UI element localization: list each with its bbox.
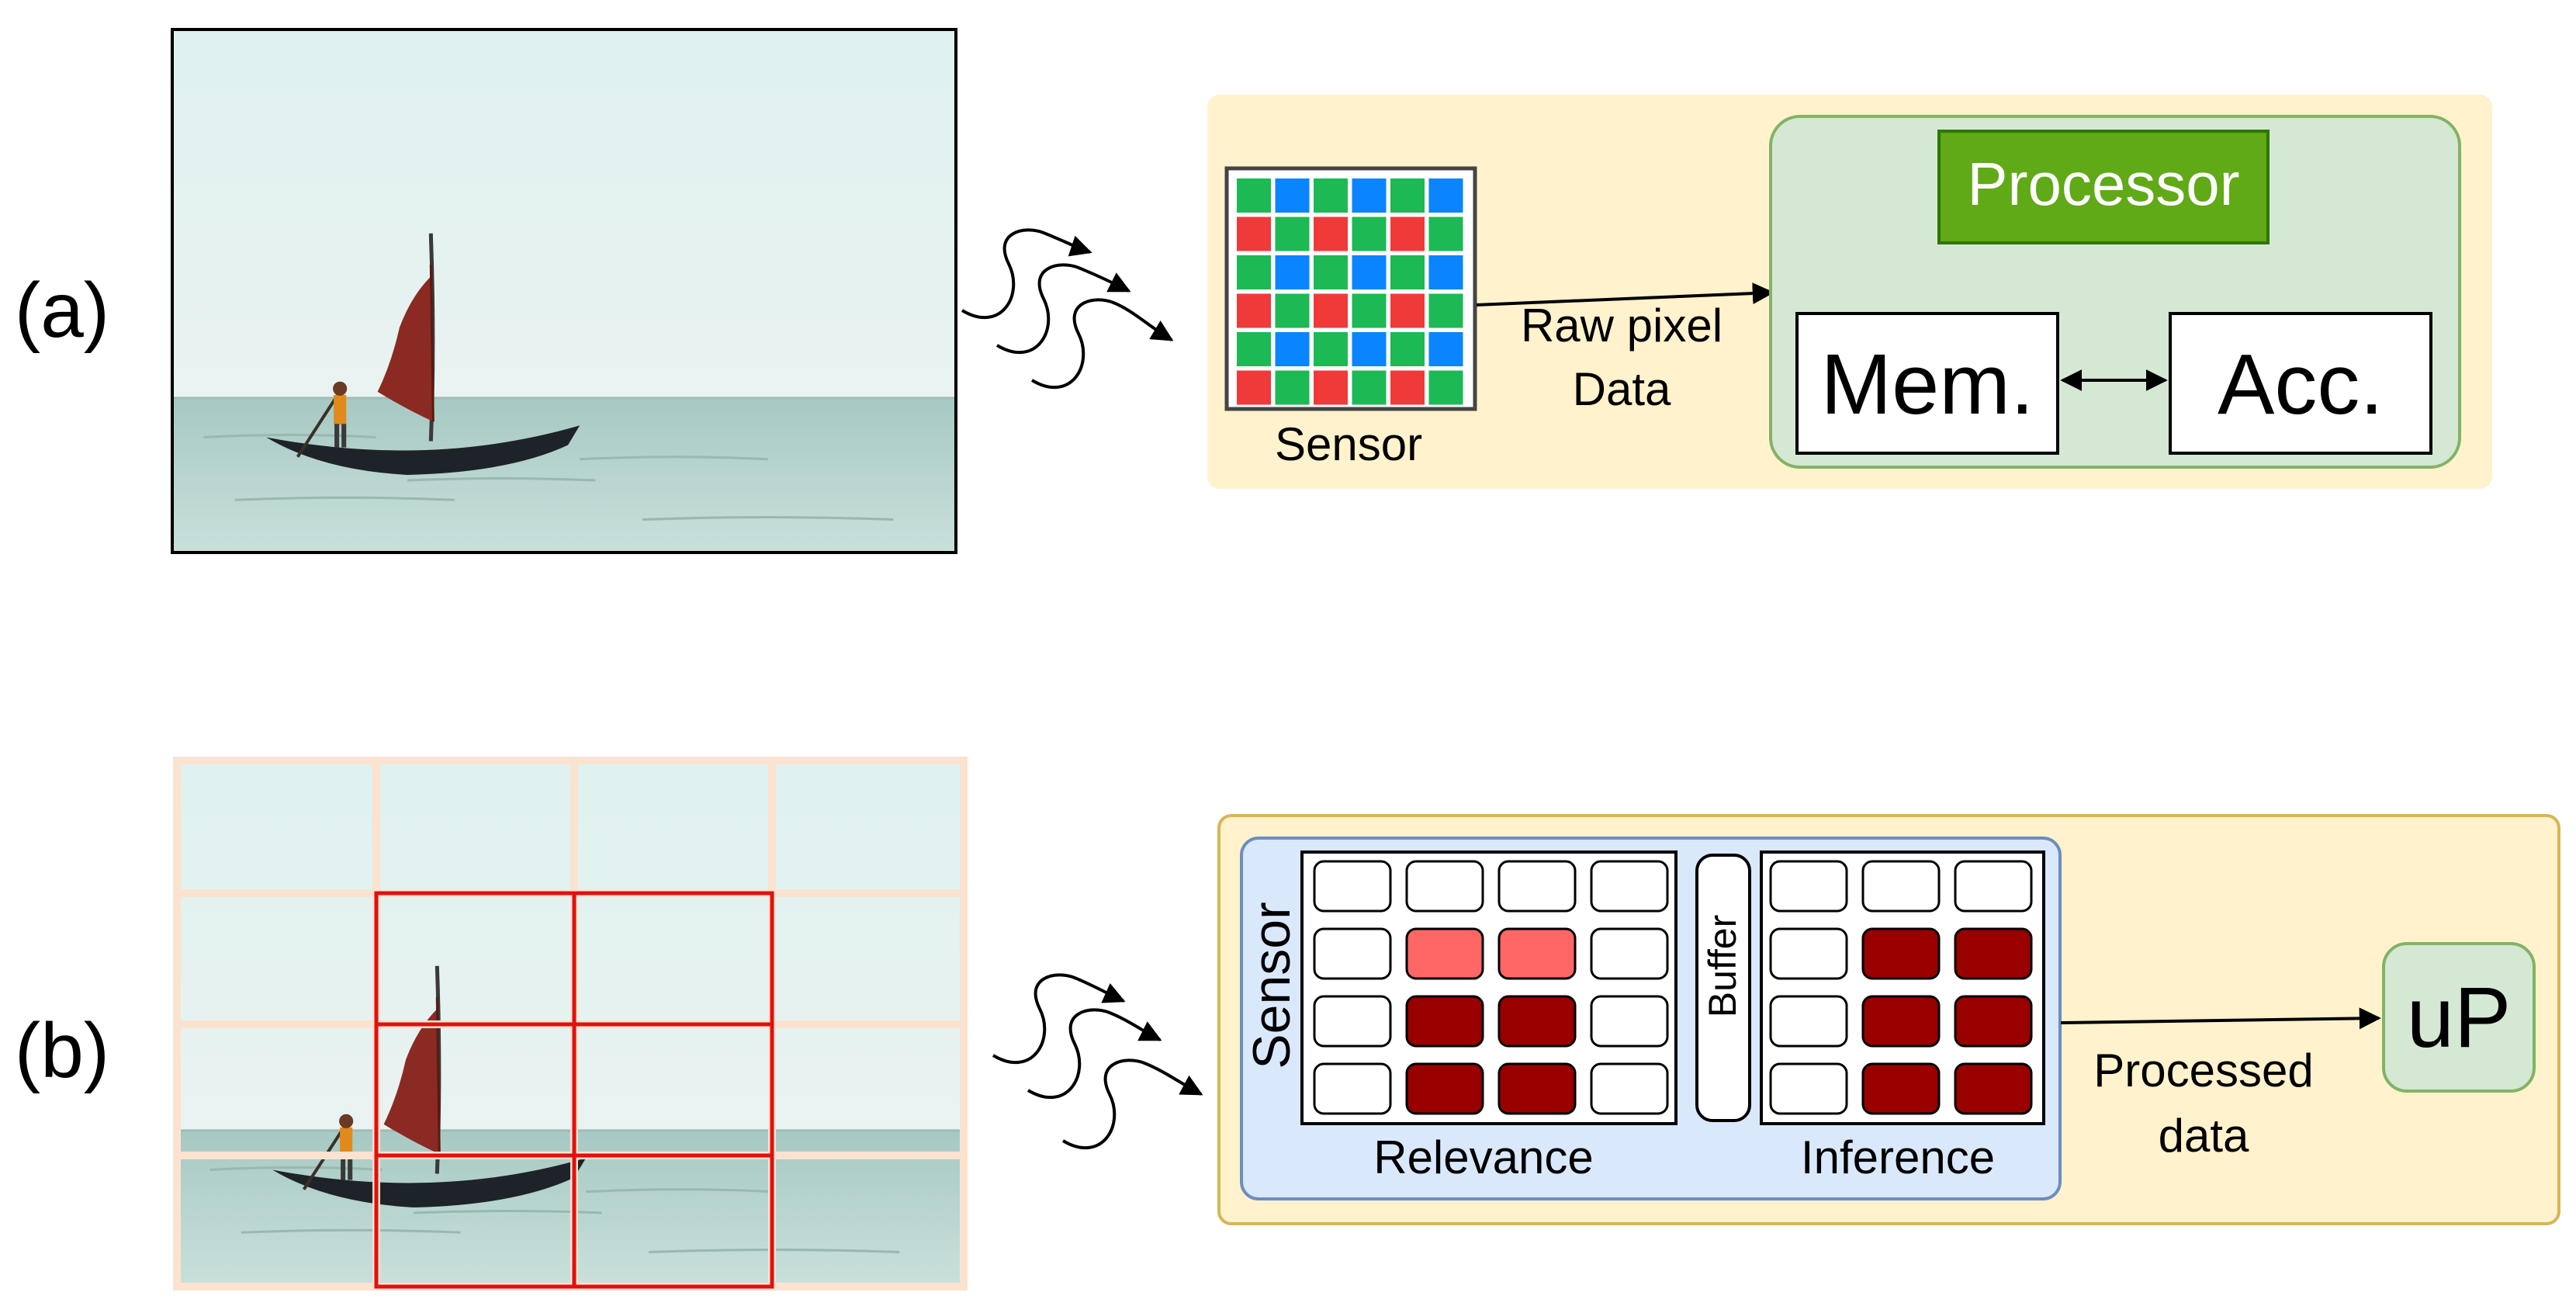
sensor-pixel-green — [1275, 293, 1310, 328]
inference-cell-empty — [1769, 1062, 1848, 1115]
roi-grid — [374, 891, 774, 1289]
inference-cell-empty — [1861, 860, 1941, 913]
inference-label: Inference — [1801, 1131, 1995, 1183]
sensor-pixel-red — [1314, 293, 1348, 328]
raw-data-label-line2: Data — [1573, 363, 1671, 415]
inference-cell-empty — [1954, 860, 2033, 913]
sensor-pixel-green — [1428, 217, 1463, 251]
inference-cell-dark — [1954, 1062, 2033, 1115]
sensor-label-a: Sensor — [1275, 418, 1422, 470]
sensor-pixel-red — [1237, 370, 1271, 405]
sensor-pixel-green — [1314, 332, 1348, 366]
light-wave-arrows-a — [961, 228, 1174, 390]
sensor-pixel-green — [1237, 178, 1271, 213]
relevance-cell-dark — [1405, 995, 1484, 1048]
relevance-cell-empty — [1313, 995, 1392, 1048]
sensor-pixel-green — [1275, 370, 1310, 405]
inference-cell-empty — [1769, 860, 1848, 913]
sensor-pixel-red — [1237, 293, 1271, 328]
sensor-pixel-green — [1237, 332, 1271, 366]
sensor-pixel-blue — [1352, 332, 1387, 366]
relevance-cell-light — [1497, 927, 1577, 980]
sensor-pixel-green — [1352, 217, 1387, 251]
inference-cell-dark — [1954, 995, 2033, 1048]
sensor-pixel-red — [1390, 217, 1425, 251]
processor-label: Processor — [1967, 150, 2239, 218]
light-wave-arrows-b — [992, 973, 1203, 1150]
sensor-pixel-green — [1237, 255, 1271, 289]
buffer-label: Buffer — [1701, 915, 1744, 1018]
processed-data-arrow — [2060, 1007, 2381, 1030]
inference-array — [1760, 851, 2045, 1125]
panel-a-label: (a) — [15, 267, 109, 354]
accelerator-box — [2169, 312, 2432, 455]
sensor-pixel-blue — [1428, 332, 1463, 366]
raw-data-arrow — [1476, 282, 1774, 307]
relevance-cell-empty — [1590, 860, 1669, 913]
relevance-cell-empty — [1313, 1062, 1392, 1115]
relevance-cell-empty — [1313, 927, 1392, 980]
sensor-pixel-blue — [1352, 255, 1387, 289]
sensor-pixel-green — [1390, 332, 1425, 366]
up-label: uP — [2407, 970, 2512, 1065]
processor-header — [1937, 130, 2270, 244]
sensor-pixel-blue — [1428, 178, 1463, 213]
sensor-label-b: Sensor — [1242, 902, 1301, 1069]
relevance-cell-empty — [1405, 860, 1484, 913]
sensor-pixel-green — [1352, 370, 1387, 405]
relevance-cell-empty — [1590, 995, 1669, 1048]
sensor-pixel-red — [1390, 293, 1425, 328]
sensor-pixel-red — [1237, 217, 1271, 251]
relevance-array — [1300, 851, 1678, 1125]
sensor-pixel-blue — [1352, 178, 1387, 213]
memory-box — [1795, 312, 2059, 455]
relevance-cell-dark — [1497, 995, 1577, 1048]
processed-data-label-line1: Processed — [2093, 1045, 2313, 1096]
raw-data-label-line1: Raw pixel — [1521, 300, 1723, 352]
relevance-cell-empty — [1590, 1062, 1669, 1115]
inference-cell-empty — [1769, 995, 1848, 1048]
sensor-pixel-blue — [1275, 255, 1310, 289]
sensor-pixel-green — [1275, 217, 1310, 251]
sensor-pixel-green — [1352, 293, 1387, 328]
sensor-pixel-blue — [1428, 255, 1463, 289]
sensor-pixel-green — [1314, 178, 1348, 213]
relevance-cell-dark — [1405, 1062, 1484, 1115]
relevance-label: Relevance — [1373, 1131, 1594, 1183]
sensor-pixel-green — [1390, 255, 1425, 289]
accelerator-label: Acc. — [2218, 337, 2384, 432]
relevance-cell-dark — [1497, 1062, 1577, 1115]
sensor-array-a — [1224, 166, 1477, 411]
relevance-cell-empty — [1497, 860, 1577, 913]
relevance-cell-light — [1405, 927, 1484, 980]
memory-label: Mem. — [1821, 337, 2034, 432]
inference-cell-dark — [1861, 995, 1941, 1048]
sensor-pixel-blue — [1275, 178, 1310, 213]
processed-data-label-line2: data — [2159, 1110, 2249, 1162]
inference-cell-dark — [1954, 927, 2033, 980]
buffer-box — [1695, 854, 1751, 1122]
relevance-cell-empty — [1590, 927, 1669, 980]
scene-photo-b — [173, 757, 968, 1290]
sensor-pixel-red — [1390, 370, 1425, 405]
sensor-pixel-red — [1314, 370, 1348, 405]
sensor-pixel-green — [1314, 255, 1348, 289]
sensor-pixel-green — [1390, 178, 1425, 213]
relevance-cell-empty — [1313, 860, 1392, 913]
sensor-pixel-green — [1428, 293, 1463, 328]
scene-photo-a — [171, 28, 957, 554]
inference-cell-empty — [1769, 927, 1848, 980]
up-box — [2382, 942, 2536, 1093]
sensor-pixel-red — [1314, 217, 1348, 251]
inference-cell-dark — [1861, 927, 1941, 980]
inference-cell-dark — [1861, 1062, 1941, 1115]
panel-b-label: (b) — [15, 1007, 109, 1094]
sensor-pixel-blue — [1275, 332, 1310, 366]
sensor-pixel-green — [1428, 370, 1463, 405]
